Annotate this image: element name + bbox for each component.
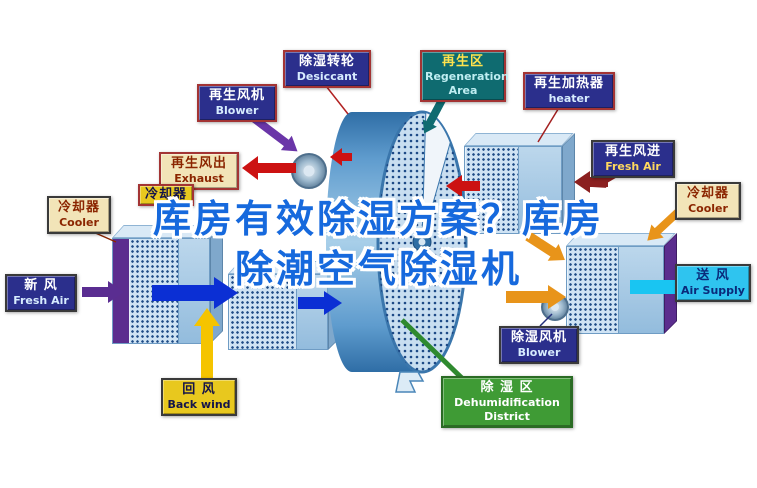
label-air-supply-en: Air Supply: [681, 284, 745, 298]
unit-front-face: [228, 274, 328, 350]
headline: 库房有效除湿方案？库房 除潮空气除湿机: [0, 194, 757, 294]
unit-front-face: [112, 238, 210, 344]
label-back-wind-en: Back wind: [167, 398, 231, 412]
label-air-supply: 送 风 Air Supply: [675, 264, 751, 302]
regen-inlet-arrow: [574, 171, 608, 193]
exhaust-arrow: [242, 156, 296, 180]
unit-front-face: [464, 146, 562, 234]
regeneration-heater-unit: [464, 133, 575, 234]
label-regen-blower: 再生风机 Blower: [197, 84, 277, 122]
label-heater-en: heater: [548, 92, 590, 106]
label-fresh-air-en: Fresh Air: [13, 294, 69, 308]
label-exhaust-en: Exhaust: [174, 172, 224, 186]
wheel-stand: [395, 371, 425, 393]
label-cooler-right-en: Cooler: [688, 202, 728, 216]
heater-to-wheel-arrow: [446, 175, 480, 197]
label-regen-area-zh: 再生区: [441, 54, 484, 69]
unit-coil: [229, 275, 297, 349]
label-regen-fresh-air: 再生风进 Fresh Air: [591, 140, 675, 178]
label-dehum-blower-en: Blower: [517, 346, 561, 360]
label-regen-fresh-zh: 再生风进: [604, 144, 661, 159]
heater-pointer-line: [537, 105, 561, 143]
wheel-to-fan-arrow: [330, 148, 352, 166]
cooler-right-arrow: [647, 209, 681, 241]
label-dehum-district: 除 湿 区 Dehumidification District: [441, 376, 573, 428]
label-air-supply-zh: 送 风: [696, 268, 730, 283]
label-back-wind-zh: 回 风: [182, 382, 216, 397]
label-dehum-district-en: Dehumidification District: [454, 396, 560, 423]
desiccant-pointer-line: [325, 85, 349, 115]
fresh-air-handling-unit: [112, 225, 223, 344]
unit-body: [519, 147, 561, 233]
label-regen-area: 再生区 Regeneration Area: [420, 50, 509, 102]
label-desiccant: 除湿转轮 Desiccant: [283, 50, 371, 88]
unit-coil: [567, 247, 619, 333]
label-heater: 再生加热器 heater: [523, 72, 615, 110]
label-cooler-left-en: Cooler: [59, 216, 99, 230]
headline-line1: 库房有效除湿方案？库房: [152, 197, 604, 241]
unit-body: [297, 275, 327, 349]
label-cooler-mid-zh: 冷却器: [144, 187, 187, 202]
label-back-wind: 回 风 Back wind: [161, 378, 237, 416]
regen-area-arrow: [422, 98, 446, 134]
dehum-blower-pointer-line: [539, 313, 553, 327]
label-cooler-mid: 冷却器: [138, 184, 194, 207]
wheel-hub-center: [418, 238, 426, 246]
label-fresh-air-zh: 新 风: [24, 278, 58, 293]
label-exhaust: 再生风出 Exhaust: [159, 152, 239, 190]
label-cooler-right: 冷却器 Cooler: [675, 182, 741, 220]
label-fresh-air: 新 风 Fresh Air: [5, 274, 77, 312]
label-dehum-blower-zh: 除湿风机: [510, 330, 567, 345]
label-desiccant-en: Desiccant: [296, 70, 358, 84]
dehum-district-pointer-line: [400, 318, 470, 386]
fresh-air-inlet-arrow: [82, 281, 124, 303]
dry-air-arrow: [506, 285, 566, 309]
return-air-arrow: [194, 308, 220, 378]
regeneration-sector: [421, 111, 451, 243]
regen-to-supply-arrow: [525, 231, 565, 261]
headline-line2: 除潮空气除湿机: [234, 247, 522, 292]
label-dehum-district-zh: 除 湿 区: [480, 380, 534, 395]
into-wheel-arrow: [298, 291, 342, 315]
main-airflow-arrow: [152, 277, 238, 309]
desiccant-wheel: [326, 110, 468, 393]
label-desiccant-zh: 除湿转轮: [298, 54, 355, 69]
regen-fan-hub: [303, 165, 315, 177]
label-heater-zh: 再生加热器: [533, 76, 604, 91]
label-regen-area-en: Regeneration Area: [425, 70, 509, 97]
label-regen-blower-zh: 再生风机: [208, 88, 265, 103]
label-exhaust-zh: 再生风出: [170, 156, 227, 171]
label-regen-fresh-en: Fresh Air: [605, 160, 661, 174]
label-dehum-blower: 除湿风机 Blower: [499, 326, 579, 364]
label-regen-blower-en: Blower: [215, 104, 259, 118]
process-air-unit: [228, 261, 341, 350]
label-cooler-left-zh: 冷却器: [57, 200, 100, 215]
label-cooler-right-zh: 冷却器: [686, 186, 729, 201]
pointer-lines: [83, 85, 561, 386]
label-cooler-left: 冷却器 Cooler: [47, 196, 111, 234]
